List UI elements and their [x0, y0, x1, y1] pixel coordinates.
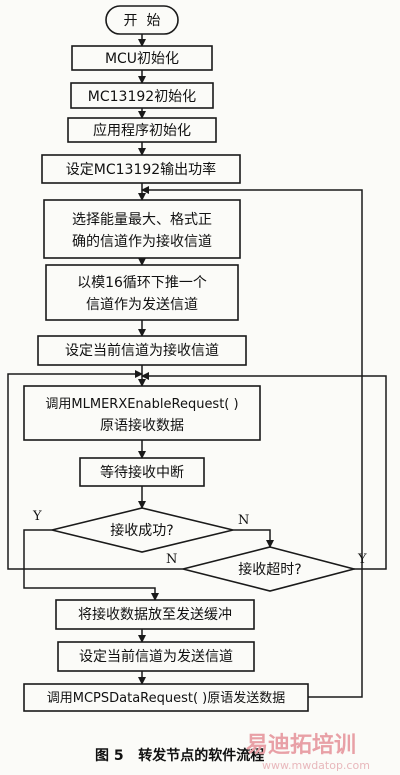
- select-channel-box: [43, 199, 241, 259]
- watermark-logo: 易迪拓培训: [246, 732, 356, 758]
- mod16-line1: 以模16循环下推一个: [77, 275, 207, 291]
- app-init-box: [67, 117, 217, 143]
- set-tx-label: 设定当前信道为发送信道: [79, 648, 233, 665]
- mcu-init-label: MCU初始化: [105, 50, 179, 67]
- app-init-label: 应用程序初始化: [93, 122, 191, 139]
- mod16-box: [45, 264, 239, 321]
- watermark-url: www.mwdatop.com: [262, 759, 370, 772]
- set-rx-box: [37, 335, 247, 366]
- loop-timeout-no: [7, 370, 183, 570]
- rx-ok-diamond: [51, 507, 234, 553]
- put-buffer-box: [55, 599, 255, 630]
- label-rx-ok-yes: Y: [32, 509, 42, 524]
- mod16-line2: 信道作为发送信道: [86, 297, 198, 313]
- set-tx-box: [57, 641, 255, 672]
- call-tx-label: 调用MCPSDataRequest( )原语发送数据: [47, 690, 286, 706]
- rx-ok-label: 接收成功?: [110, 522, 173, 539]
- set-power-box: [41, 154, 241, 184]
- select-channel-line2: 确的信道作为接收信道: [72, 233, 212, 250]
- loop-send-to-select: [141, 186, 363, 698]
- arrow-rxok-no: [233, 529, 274, 548]
- mc13192-init-label: MC13192初始化: [88, 88, 196, 105]
- label-rx-ok-no: N: [238, 513, 249, 528]
- mcu-init-box: [71, 45, 213, 71]
- call-tx-box: [23, 683, 309, 712]
- rx-timeout-diamond: [182, 546, 358, 592]
- label-timeout-no: N: [166, 552, 177, 567]
- start-label: 开 始: [124, 13, 161, 29]
- figure-caption: 图 5 转发节点的软件流程: [95, 747, 264, 764]
- set-power-label: 设定MC13192输出功率: [66, 161, 216, 178]
- wait-int-box: [79, 457, 205, 487]
- arrow-rxok-yes: [23, 529, 159, 601]
- wait-int-label: 等待接收中断: [100, 464, 184, 481]
- loop-timeout-yes: [141, 372, 387, 570]
- start-terminator: [105, 5, 179, 35]
- select-channel-line1: 选择能量最大、格式正: [72, 212, 212, 228]
- set-rx-label: 设定当前信道为接收信道: [65, 342, 219, 359]
- call-rx-box: [23, 385, 261, 441]
- put-buffer-label: 将接收数据放至发送缓冲: [78, 606, 232, 623]
- call-rx-line1: 调用MLMERXEnableRequest( ): [45, 397, 238, 412]
- mc13192-init-box: [70, 82, 214, 109]
- call-rx-line2: 原语接收数据: [100, 417, 184, 434]
- label-timeout-yes: Y: [357, 552, 367, 567]
- rx-timeout-label: 接收超时?: [238, 561, 301, 578]
